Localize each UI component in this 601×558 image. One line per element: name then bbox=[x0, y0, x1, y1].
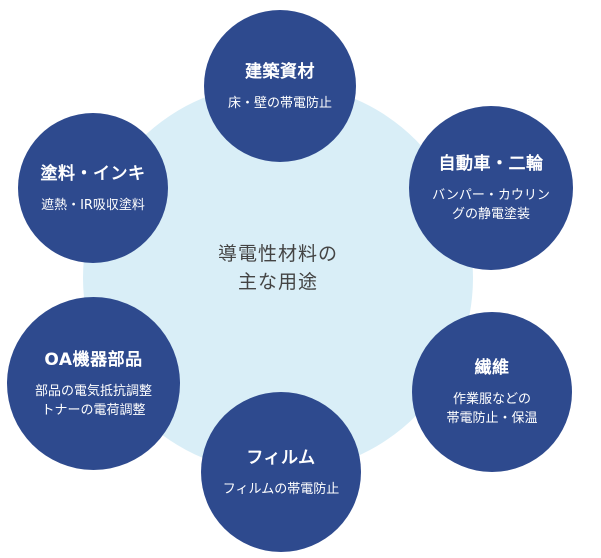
node-title: 自動車・二輪 bbox=[438, 154, 544, 174]
node-description: 遮熱・IR吸収塗料 bbox=[41, 197, 145, 213]
node-description: 部品の電気抵抗調整 トナーの電荷調整 bbox=[34, 383, 152, 418]
node-building-materials: 建築資材 床・壁の帯電防止 bbox=[204, 10, 356, 162]
node-title: OA機器部品 bbox=[44, 349, 143, 370]
node-film: フィルム フィルムの帯電防止 bbox=[201, 392, 361, 552]
node-description: 床・壁の帯電防止 bbox=[227, 95, 332, 111]
center-label-line1: 導電性材料の bbox=[217, 243, 338, 265]
node-automotive: 自動車・二輪 バンパー・カウリン グの静電塗装 bbox=[409, 106, 573, 270]
node-oa-equipment: OA機器部品 部品の電気抵抗調整 トナーの電荷調整 bbox=[7, 297, 180, 470]
node-description: フィルムの帯電防止 bbox=[222, 481, 340, 497]
node-fiber: 繊維 作業服などの 帯電防止・保温 bbox=[412, 312, 572, 472]
node-title: 塗料・インキ bbox=[40, 163, 146, 184]
node-description: バンパー・カウリン グの静電塗装 bbox=[432, 188, 550, 222]
center-label: 導電性材料の 主な用途 bbox=[188, 240, 368, 296]
node-title: 繊維 bbox=[474, 358, 510, 378]
node-title: フィルム bbox=[246, 447, 316, 468]
node-title: 建築資材 bbox=[245, 61, 315, 82]
node-description: 作業服などの 帯電防止・保温 bbox=[446, 392, 538, 426]
node-paint-ink: 塗料・インキ 遮熱・IR吸収塗料 bbox=[18, 113, 168, 263]
center-label-line2: 主な用途 bbox=[237, 271, 318, 293]
